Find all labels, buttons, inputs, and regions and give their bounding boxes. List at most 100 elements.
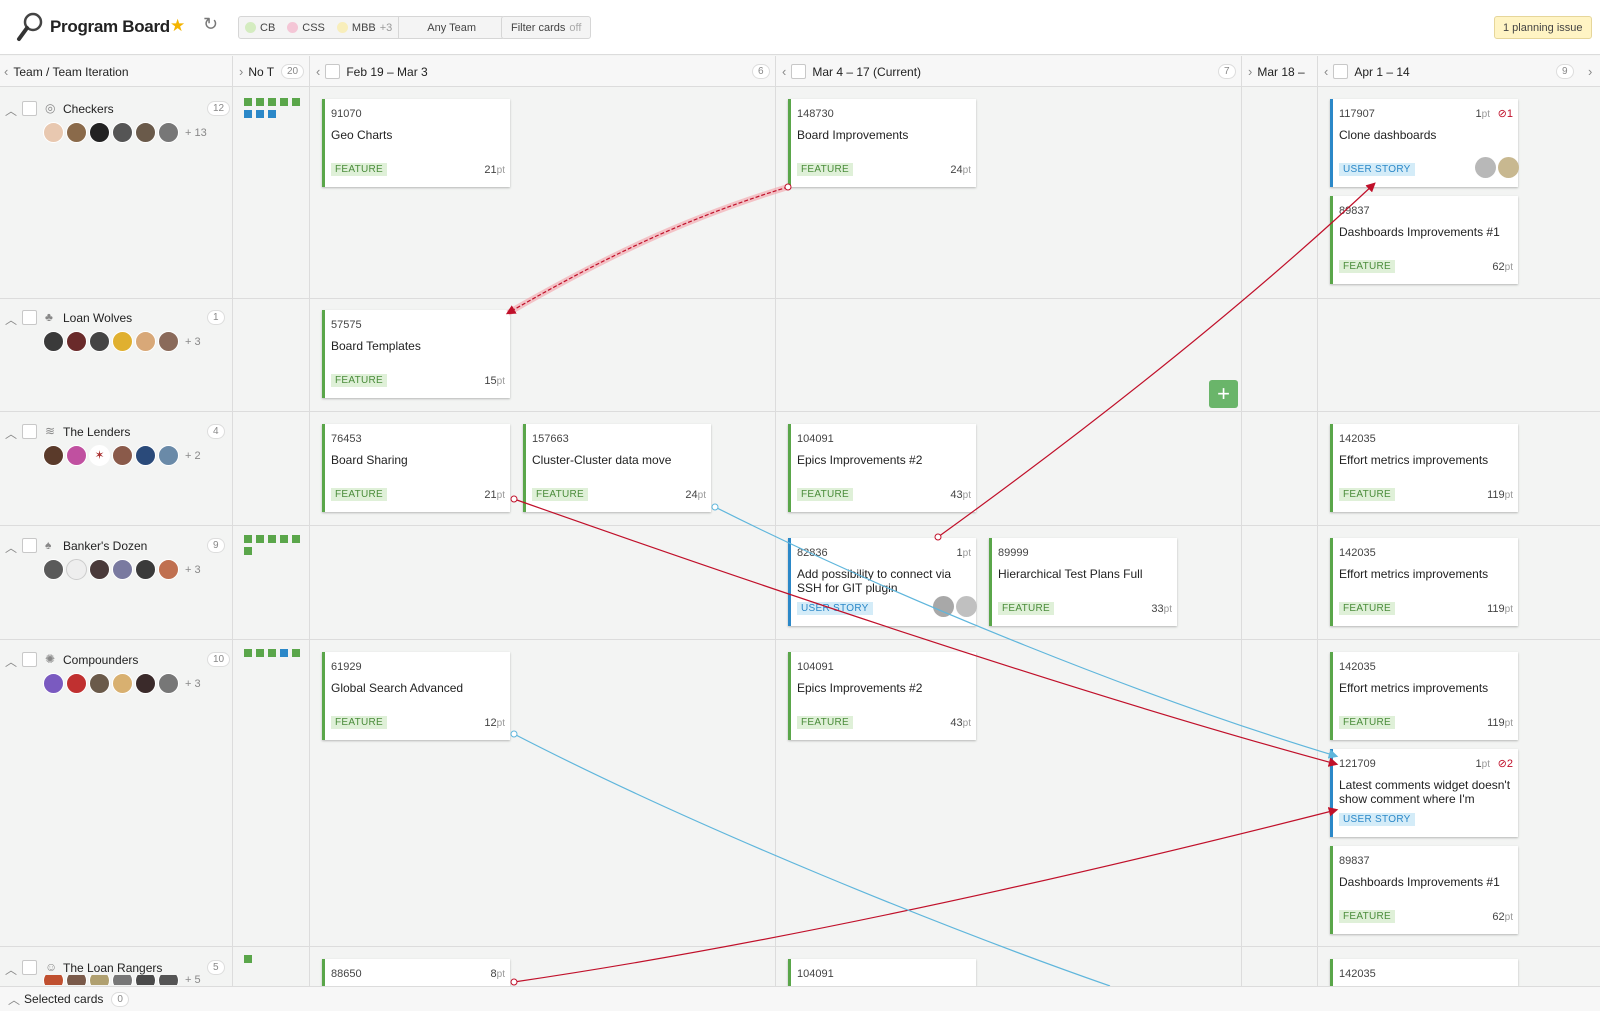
- more-members[interactable]: + 3: [185, 677, 201, 690]
- chevron-left-icon[interactable]: ‹: [4, 64, 9, 79]
- dependency-link[interactable]: [714, 506, 1339, 759]
- avatar[interactable]: [135, 331, 156, 352]
- feature-card[interactable]: 142035 Effort metrics improvements FEATU…: [1330, 538, 1518, 626]
- feature-card[interactable]: 142035: [1330, 959, 1518, 986]
- expand-chevron-icon[interactable]: ︿: [8, 992, 21, 1007]
- team-name[interactable]: Compounders: [63, 653, 139, 667]
- team-filter-button[interactable]: Any Team: [398, 17, 504, 38]
- blocked-issue-icon[interactable]: ⊘1: [1497, 108, 1513, 120]
- user-story-card[interactable]: 121709 1pt ⊘2 Latest comments widget doe…: [1330, 749, 1518, 837]
- column-checkbox[interactable]: [325, 64, 341, 79]
- avatar[interactable]: [158, 975, 179, 985]
- feature-card[interactable]: 157663 Cluster-Cluster data move FEATURE…: [523, 424, 711, 512]
- chevron-right-icon[interactable]: ›: [239, 64, 244, 79]
- avatar[interactable]: [158, 331, 179, 352]
- team-iteration-header[interactable]: ‹Team / Team Iteration: [4, 64, 129, 79]
- more-members[interactable]: + 3: [185, 335, 201, 348]
- team-checkbox[interactable]: [22, 538, 37, 553]
- feature-card[interactable]: 89837 Dashboards Improvements #1 FEATURE…: [1330, 196, 1518, 284]
- refresh-icon[interactable]: ↻: [203, 14, 219, 34]
- avatar[interactable]: [933, 596, 954, 617]
- avatar[interactable]: [135, 975, 156, 985]
- avatar[interactable]: [158, 122, 179, 143]
- filter-chip-mbb[interactable]: MBB+3: [331, 17, 398, 38]
- avatar[interactable]: [112, 673, 133, 694]
- avatar[interactable]: [158, 559, 179, 580]
- planning-issue-badge[interactable]: 1 planning issue: [1494, 16, 1592, 39]
- avatar[interactable]: [43, 331, 64, 352]
- avatar[interactable]: [1475, 157, 1496, 178]
- avatar[interactable]: [1498, 157, 1519, 178]
- avatar[interactable]: [66, 673, 87, 694]
- avatar[interactable]: [135, 445, 156, 466]
- column-checkbox[interactable]: [1333, 64, 1349, 79]
- filter-chip-css[interactable]: CSS: [281, 17, 331, 38]
- avatar[interactable]: [43, 673, 64, 694]
- unassigned-card-marker[interactable]: [244, 535, 252, 543]
- unassigned-card-marker[interactable]: [280, 649, 288, 657]
- more-members[interactable]: + 13: [185, 126, 207, 139]
- collapse-chevron-icon[interactable]: ︿: [5, 427, 18, 441]
- column-checkbox[interactable]: [791, 64, 807, 79]
- selected-cards-bar[interactable]: ︿ Selected cards 0: [0, 986, 1600, 1011]
- blocked-dependency-link[interactable]: [505, 186, 789, 315]
- feature-card[interactable]: 142035 Effort metrics improvements FEATU…: [1330, 652, 1518, 740]
- team-name[interactable]: The Loan Rangers: [63, 961, 163, 975]
- add-card-button[interactable]: +: [1209, 380, 1238, 408]
- iteration-header[interactable]: ‹Apr 1 – 14: [1324, 64, 1410, 79]
- unassigned-card-marker[interactable]: [244, 547, 252, 555]
- unassigned-card-marker[interactable]: [268, 649, 276, 657]
- team-checkbox[interactable]: [22, 960, 37, 975]
- unassigned-card-marker[interactable]: [244, 98, 252, 106]
- unassigned-card-marker[interactable]: [256, 110, 264, 118]
- feature-card[interactable]: 104091 Epics Improvements #2 FEATURE 43p…: [788, 652, 976, 740]
- team-name[interactable]: The Lenders: [63, 425, 131, 439]
- blocked-issue-icon[interactable]: ⊘2: [1497, 758, 1513, 770]
- chevron-left-icon[interactable]: ‹: [1324, 64, 1329, 79]
- unassigned-card-marker[interactable]: [244, 649, 252, 657]
- avatar[interactable]: [135, 122, 156, 143]
- avatar[interactable]: [43, 559, 64, 580]
- feature-card[interactable]: 148730 Board Improvements FEATURE 24pt: [788, 99, 976, 187]
- more-members[interactable]: + 3: [185, 563, 201, 576]
- iteration-header[interactable]: ‹Feb 19 – Mar 3: [316, 64, 428, 79]
- more-members[interactable]: + 5: [185, 975, 201, 985]
- feature-card[interactable]: 89837 Dashboards Improvements #1 FEATURE…: [1330, 846, 1518, 934]
- user-story-card[interactable]: 82836 1pt Add possibility to connect via…: [788, 538, 977, 626]
- unassigned-card-marker[interactable]: [244, 955, 252, 963]
- unassigned-card-marker[interactable]: [268, 535, 276, 543]
- avatar[interactable]: [89, 331, 110, 352]
- avatar[interactable]: [43, 122, 64, 143]
- avatar[interactable]: ✶: [89, 445, 110, 466]
- avatar[interactable]: [66, 445, 87, 466]
- team-name[interactable]: Loan Wolves: [63, 311, 133, 325]
- unassigned-card-marker[interactable]: [292, 535, 300, 543]
- avatar[interactable]: [158, 673, 179, 694]
- collapse-chevron-icon[interactable]: ︿: [5, 541, 18, 555]
- team-checkbox[interactable]: [22, 101, 37, 116]
- feature-card[interactable]: 88650 8pt: [322, 959, 510, 986]
- avatar[interactable]: [66, 559, 87, 580]
- feature-card[interactable]: 91070 Geo Charts FEATURE 21pt: [322, 99, 510, 187]
- avatar[interactable]: [956, 596, 977, 617]
- iteration-header[interactable]: ›Mar 18 –: [1248, 64, 1305, 79]
- dependency-link[interactable]: [513, 733, 1111, 986]
- more-members[interactable]: + 2: [185, 449, 201, 462]
- dependency-link[interactable]: [937, 182, 1376, 538]
- no-team-header[interactable]: ›No T: [239, 64, 275, 79]
- feature-card[interactable]: 142035 Effort metrics improvements FEATU…: [1330, 424, 1518, 512]
- avatar[interactable]: [112, 559, 133, 580]
- avatar[interactable]: [89, 559, 110, 580]
- feature-card[interactable]: 89999 Hierarchical Test Plans Full FEATU…: [989, 538, 1177, 626]
- unassigned-card-marker[interactable]: [280, 535, 288, 543]
- unassigned-card-marker[interactable]: [292, 98, 300, 106]
- avatar[interactable]: [43, 975, 64, 985]
- collapse-chevron-icon[interactable]: ︿: [5, 655, 18, 669]
- star-icon[interactable]: ★: [170, 16, 186, 35]
- avatar[interactable]: [158, 445, 179, 466]
- avatar[interactable]: [89, 122, 110, 143]
- user-story-card[interactable]: 117907 1pt ⊘1 Clone dashboards USER STOR…: [1330, 99, 1519, 187]
- team-name[interactable]: Banker's Dozen: [63, 539, 148, 553]
- iteration-header[interactable]: ‹Mar 4 – 17 (Current): [782, 64, 922, 79]
- unassigned-card-marker[interactable]: [292, 649, 300, 657]
